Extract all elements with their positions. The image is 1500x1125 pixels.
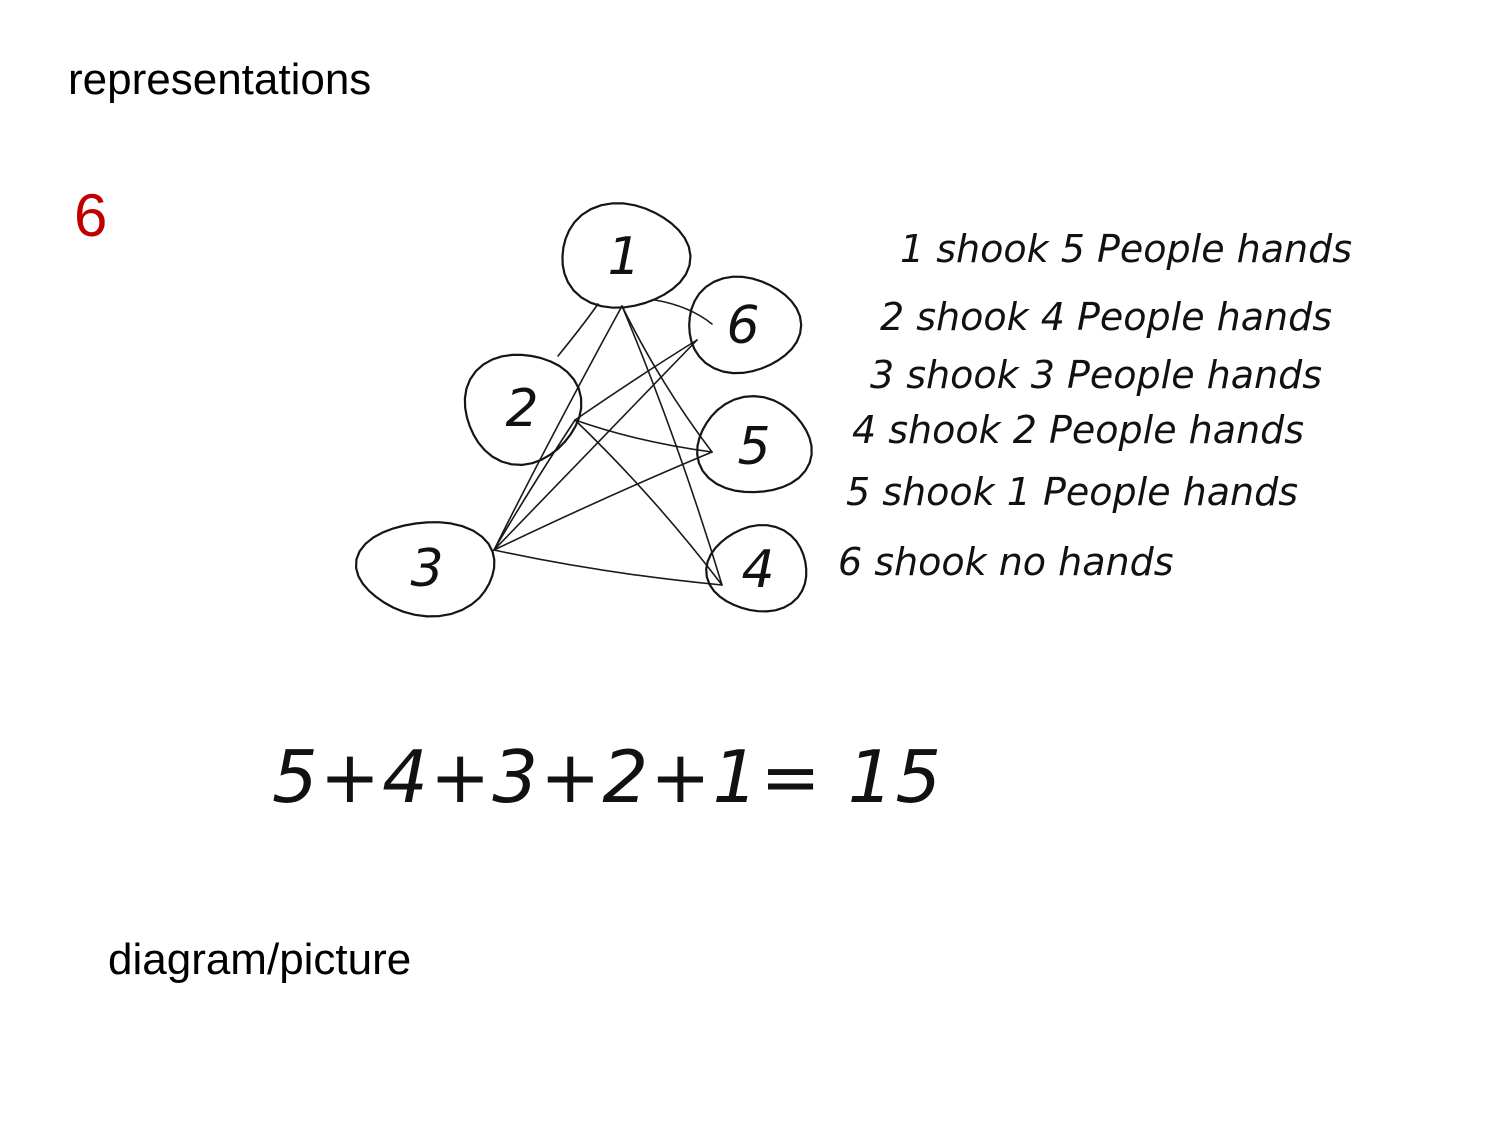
handshake-edge-2-4 [574, 419, 723, 586]
node-1: 1 [561, 202, 692, 309]
note-line-1: 1 shook 5 People hands [900, 227, 1352, 271]
handshake-edge-3-5 [493, 451, 713, 551]
node-6: 6 [688, 275, 803, 375]
node-circle-3 [355, 521, 496, 618]
handshake-edge-1-3 [493, 305, 623, 551]
handshake-edge-3-4 [493, 549, 723, 586]
note-line-4: 4 shook 2 People hands [852, 408, 1304, 452]
handshake-notes: 1 shook 5 People hands 2 shook 4 People h… [838, 227, 1352, 584]
handshake-edge-2-5 [574, 419, 713, 453]
note-line-6: 6 shook no hands [838, 540, 1174, 584]
handshake-edge-3-6 [493, 339, 698, 551]
node-label-6: 6 [726, 296, 759, 356]
node-label-5: 5 [737, 417, 770, 477]
node-5: 5 [696, 395, 813, 494]
handshake-nodes: 1 2 3 4 5 6 [355, 202, 813, 618]
slide-caption: diagram/picture [108, 935, 412, 984]
handshake-edge-1-4 [621, 305, 723, 586]
handshake-edge-1-6 [654, 299, 713, 325]
node-label-2: 2 [505, 379, 538, 439]
node-3: 3 [355, 521, 496, 618]
node-label-4: 4 [741, 540, 774, 600]
node-circle-1 [561, 202, 692, 309]
node-2: 2 [463, 353, 583, 466]
node-circle-5 [696, 395, 813, 494]
node-circle-6 [688, 275, 803, 375]
handshake-edge-1-2 [557, 303, 599, 357]
node-label-1: 1 [607, 227, 640, 287]
handshake-edges [493, 299, 723, 586]
slide-title: representations [68, 55, 372, 104]
note-line-5: 5 shook 1 People hands [846, 470, 1298, 514]
handshake-edge-2-6 [574, 339, 698, 421]
slide-number: 6 [74, 182, 108, 249]
node-circle-2 [463, 353, 583, 466]
handshake-edge-2-3 [493, 419, 576, 551]
node-circle-4 [705, 524, 808, 613]
note-line-2: 2 shook 4 People hands [880, 295, 1332, 339]
node-4: 4 [705, 524, 808, 613]
equation-text: 5+4+3+2+1= 15 [272, 735, 943, 819]
node-label-3: 3 [410, 539, 443, 599]
note-line-3: 3 shook 3 People hands [870, 353, 1322, 397]
